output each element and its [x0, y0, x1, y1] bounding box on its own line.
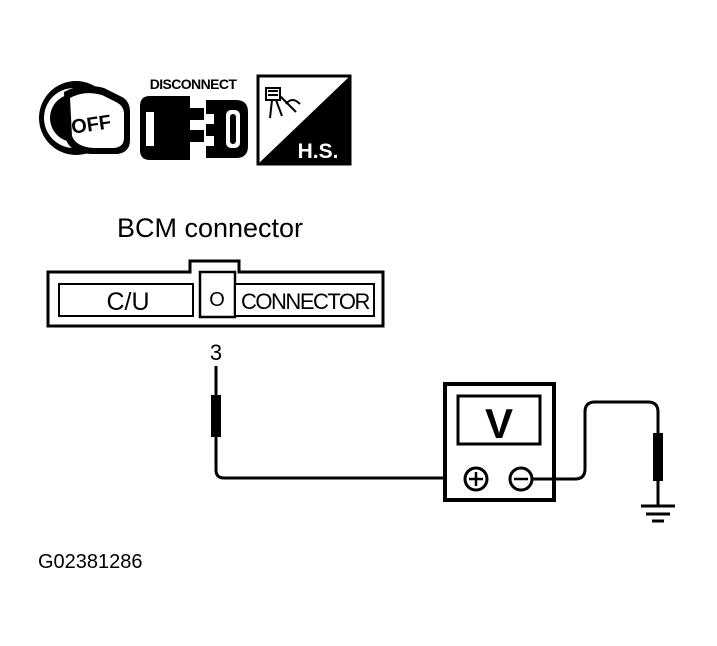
bcm-connector: C/U O CONNECTOR — [46, 259, 385, 328]
plus-terminal — [463, 466, 489, 492]
connector-cu-label: C/U — [106, 288, 149, 316]
positive-probe-lead — [211, 366, 462, 480]
terminal-number: 3 — [210, 340, 222, 365]
negative-probe-lead — [532, 400, 663, 506]
connector-disconnect-icon: DISCONNECT — [140, 76, 248, 160]
ignition-key-off-icon: OFF — [39, 81, 130, 155]
figure-id: G02381286 — [38, 551, 143, 573]
ground-icon — [641, 504, 675, 523]
harness-side-icon: H.S. — [256, 74, 352, 166]
voltmeter: V — [443, 382, 556, 502]
minus-terminal — [508, 466, 534, 492]
connector-center-label: O — [209, 289, 225, 311]
connector-right-label: CONNECTOR — [241, 289, 369, 314]
disconnect-label: DISCONNECT — [150, 76, 238, 92]
harness-side-label: H.S. — [298, 140, 339, 163]
connector-title: BCM connector — [117, 213, 303, 243]
voltmeter-display-label: V — [485, 400, 513, 447]
